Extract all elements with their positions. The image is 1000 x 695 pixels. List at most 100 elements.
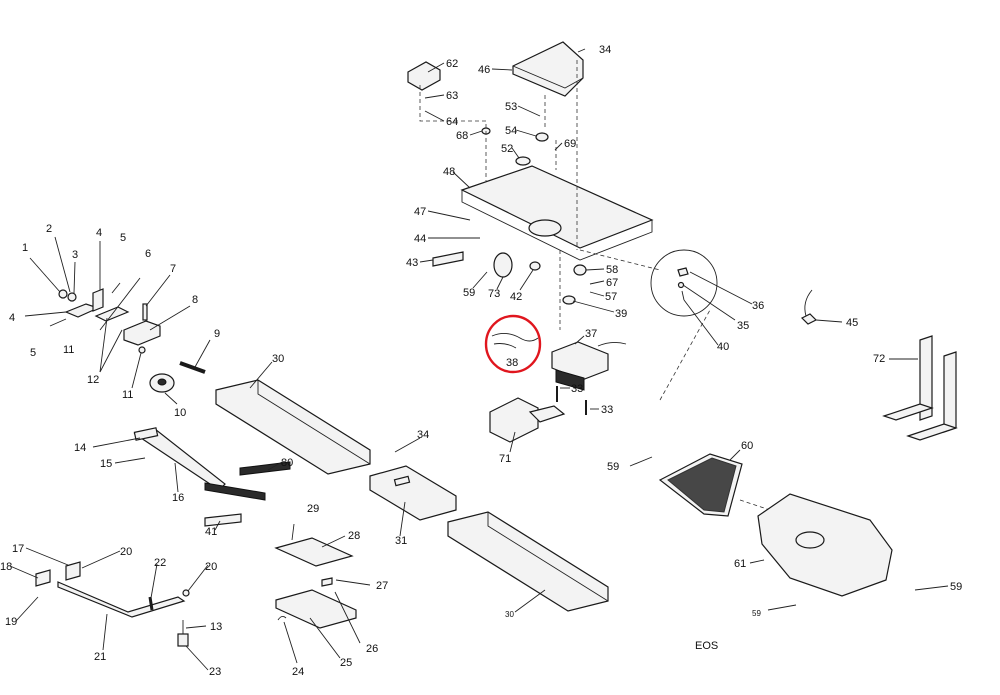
callout-64: 64 <box>446 116 458 128</box>
callout-20: 20 <box>120 546 132 558</box>
plate-17 <box>65 561 81 581</box>
cover-28 <box>274 537 354 567</box>
clip-42 <box>529 261 541 271</box>
screw-40 <box>681 290 685 301</box>
callout-24: 24 <box>292 666 304 678</box>
bracket-4-upper <box>92 288 104 312</box>
callout-59: 59 <box>463 287 475 299</box>
callout-38: 38 <box>506 357 518 369</box>
bracket-18 <box>35 569 51 587</box>
chassis-48 <box>460 165 654 249</box>
rail-sections <box>215 361 609 613</box>
callout-36: 36 <box>752 300 764 312</box>
brand-label: EOS <box>695 640 718 652</box>
chain-segment <box>204 482 266 501</box>
callout-59: 59 <box>752 609 761 618</box>
core-33 <box>555 369 585 391</box>
cover-46 <box>512 41 584 97</box>
motor-assembly <box>484 314 627 453</box>
callout-59: 59 <box>950 581 962 593</box>
callout-58: 58 <box>606 264 618 276</box>
callout-20: 20 <box>205 561 217 573</box>
detail-view <box>650 249 843 346</box>
part-27 <box>321 577 333 587</box>
arm-21 <box>57 581 186 618</box>
gear-54 <box>535 132 549 142</box>
callout-1: 1 <box>22 242 28 254</box>
trolley-assembly <box>274 523 371 664</box>
wall-bracket-assembly <box>882 335 958 441</box>
bracket-72a <box>919 335 933 421</box>
callout-9: 9 <box>214 328 220 340</box>
callout-69: 69 <box>564 138 576 150</box>
grommet-39 <box>562 295 576 305</box>
connector-23 <box>177 633 189 647</box>
callout-7: 7 <box>170 263 176 275</box>
spring-24 <box>277 615 287 621</box>
front-bracket-assembly <box>24 236 211 405</box>
callout-73: 73 <box>488 288 500 300</box>
switch-62 <box>407 61 441 91</box>
pin-22 <box>148 596 154 611</box>
callout-14: 14 <box>74 442 86 454</box>
screw-5 <box>49 318 67 327</box>
callout-3: 3 <box>72 249 78 261</box>
callout-41: 41 <box>205 526 217 538</box>
callout-34: 34 <box>417 429 429 441</box>
callout-18: 18 <box>0 561 12 573</box>
callout-30: 30 <box>272 353 284 365</box>
callout-60: 60 <box>741 440 753 452</box>
callout-16: 16 <box>172 492 184 504</box>
callout-44: 44 <box>414 233 426 245</box>
callout-42: 42 <box>510 291 522 303</box>
washer-35 <box>677 281 685 289</box>
bolt-20b <box>182 589 190 597</box>
screw-5b <box>111 282 121 294</box>
callout-54: 54 <box>505 125 517 137</box>
callout-5: 5 <box>30 347 36 359</box>
callout-35: 35 <box>737 320 749 332</box>
callout-8: 8 <box>192 294 198 306</box>
callout-30: 30 <box>505 610 514 619</box>
callout-47: 47 <box>414 206 426 218</box>
washer-3 <box>67 292 77 302</box>
callout-17: 17 <box>12 543 24 555</box>
chain-80 <box>239 461 291 476</box>
callout-6: 6 <box>145 248 151 260</box>
nut-11 <box>138 346 146 354</box>
callout-57: 57 <box>605 291 617 303</box>
transformer-37 <box>551 341 609 381</box>
harness-38 <box>491 333 539 342</box>
callout-4: 4 <box>9 312 15 324</box>
callout-2: 2 <box>46 223 52 235</box>
sensor-45 <box>800 313 818 325</box>
ribbon-43 <box>432 251 464 267</box>
chain-assembly <box>92 427 291 531</box>
callout-39: 39 <box>615 308 627 320</box>
motor-71 <box>489 397 539 443</box>
callout-72: 72 <box>873 353 885 365</box>
callout-22: 22 <box>154 557 166 569</box>
callout-46: 46 <box>478 64 490 76</box>
callout-labels: 1 2 3 4 4 5 5 6 7 8 9 10 11 11 12 13 14 … <box>0 44 962 678</box>
callout-15: 15 <box>100 458 112 470</box>
callout-25: 25 <box>340 657 352 669</box>
callout-62: 62 <box>446 58 458 70</box>
callout-19: 19 <box>5 616 17 628</box>
callout-53: 53 <box>505 101 517 113</box>
callout-52: 52 <box>501 143 513 155</box>
nut-1 <box>58 289 68 299</box>
callout-23: 23 <box>209 666 221 678</box>
callout-80: 80 <box>281 457 293 469</box>
cover-61 <box>757 493 893 597</box>
carriage-31 <box>369 465 457 521</box>
callout-28: 28 <box>348 530 360 542</box>
callout-29: 29 <box>307 503 319 515</box>
washer-52 <box>515 156 531 166</box>
callout-48: 48 <box>443 166 455 178</box>
callout-68: 68 <box>456 130 468 142</box>
bolt-9 <box>179 361 206 374</box>
housing-covers <box>629 449 949 611</box>
callout-11: 11 <box>63 344 74 356</box>
